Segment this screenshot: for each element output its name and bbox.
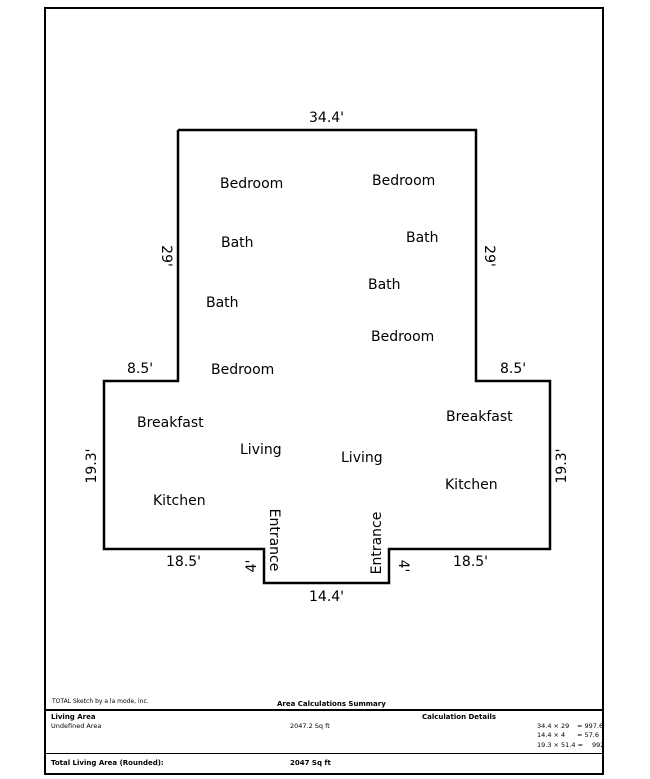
dimension-notch-bottom: 14.4' <box>309 589 345 605</box>
dimension-right-side: 19.3' <box>554 448 570 484</box>
calculation-details-label: Calculation Details <box>422 713 497 721</box>
room-label-bath-1: Bath <box>221 235 254 251</box>
dimension-left-side: 19.3' <box>84 448 100 484</box>
room-label-living-left: Living <box>240 442 282 458</box>
dimension-left-step: 8.5' <box>127 361 154 377</box>
room-label-kitchen-right: Kitchen <box>445 477 498 493</box>
calc-expr-3: 19.3 × 51.4 = <box>537 741 584 749</box>
room-label-bedroom-upper-left: Bedroom <box>220 176 284 192</box>
room-label-living-right: Living <box>341 450 383 466</box>
dimension-notch-right: 4' <box>395 559 411 573</box>
summary-divider-top <box>46 709 602 711</box>
dimension-bottom-left: 18.5' <box>166 554 202 570</box>
undefined-area-value: 2047.2 Sq ft <box>290 722 330 730</box>
room-label-breakfast-left: Breakfast <box>137 415 204 431</box>
room-label-entrance-right: Entrance <box>369 511 385 575</box>
dimension-notch-left: 4' <box>244 559 260 573</box>
living-area-label: Living Area <box>51 713 96 721</box>
calc-expr-1: 34.4 × 29 <box>537 722 570 730</box>
area-summary-title: Area Calculations Summary <box>277 700 386 708</box>
room-label-bath-2: Bath <box>406 230 439 246</box>
room-label-bath-3: Bath <box>368 277 401 293</box>
room-label-bedroom-left: Bedroom <box>211 362 275 378</box>
calc-result-1: = 997.6 <box>577 722 604 730</box>
dimension-top: 34.4' <box>309 110 345 126</box>
dimension-right-upper: 29' <box>481 245 497 267</box>
calc-expr-2: 14.4 × 4 <box>537 731 566 739</box>
room-label-bath-4: Bath <box>206 295 239 311</box>
total-living-area-value: 2047 Sq ft <box>290 759 331 767</box>
house-outline <box>102 128 552 585</box>
room-label-breakfast-right: Breakfast <box>446 409 513 425</box>
calc-result-3: 992 <box>592 741 605 749</box>
room-label-bedroom-upper-right: Bedroom <box>372 173 436 189</box>
room-label-entrance-left: Entrance <box>266 508 282 572</box>
dimension-left-upper: 29' <box>158 245 174 267</box>
floor-plan-sheet <box>44 7 604 775</box>
room-label-kitchen-left: Kitchen <box>153 493 206 509</box>
undefined-area-label: Undefined Area <box>51 722 102 730</box>
software-credit: TOTAL Sketch by a la mode, inc. <box>52 698 149 705</box>
dimension-bottom-right: 18.5' <box>453 554 489 570</box>
total-living-area-label: Total Living Area (Rounded): <box>51 759 164 767</box>
summary-divider-bottom <box>46 753 602 754</box>
room-label-bedroom-right: Bedroom <box>371 329 435 345</box>
dimension-right-step: 8.5' <box>500 361 527 377</box>
calc-result-2: = 57.6 <box>577 731 599 739</box>
